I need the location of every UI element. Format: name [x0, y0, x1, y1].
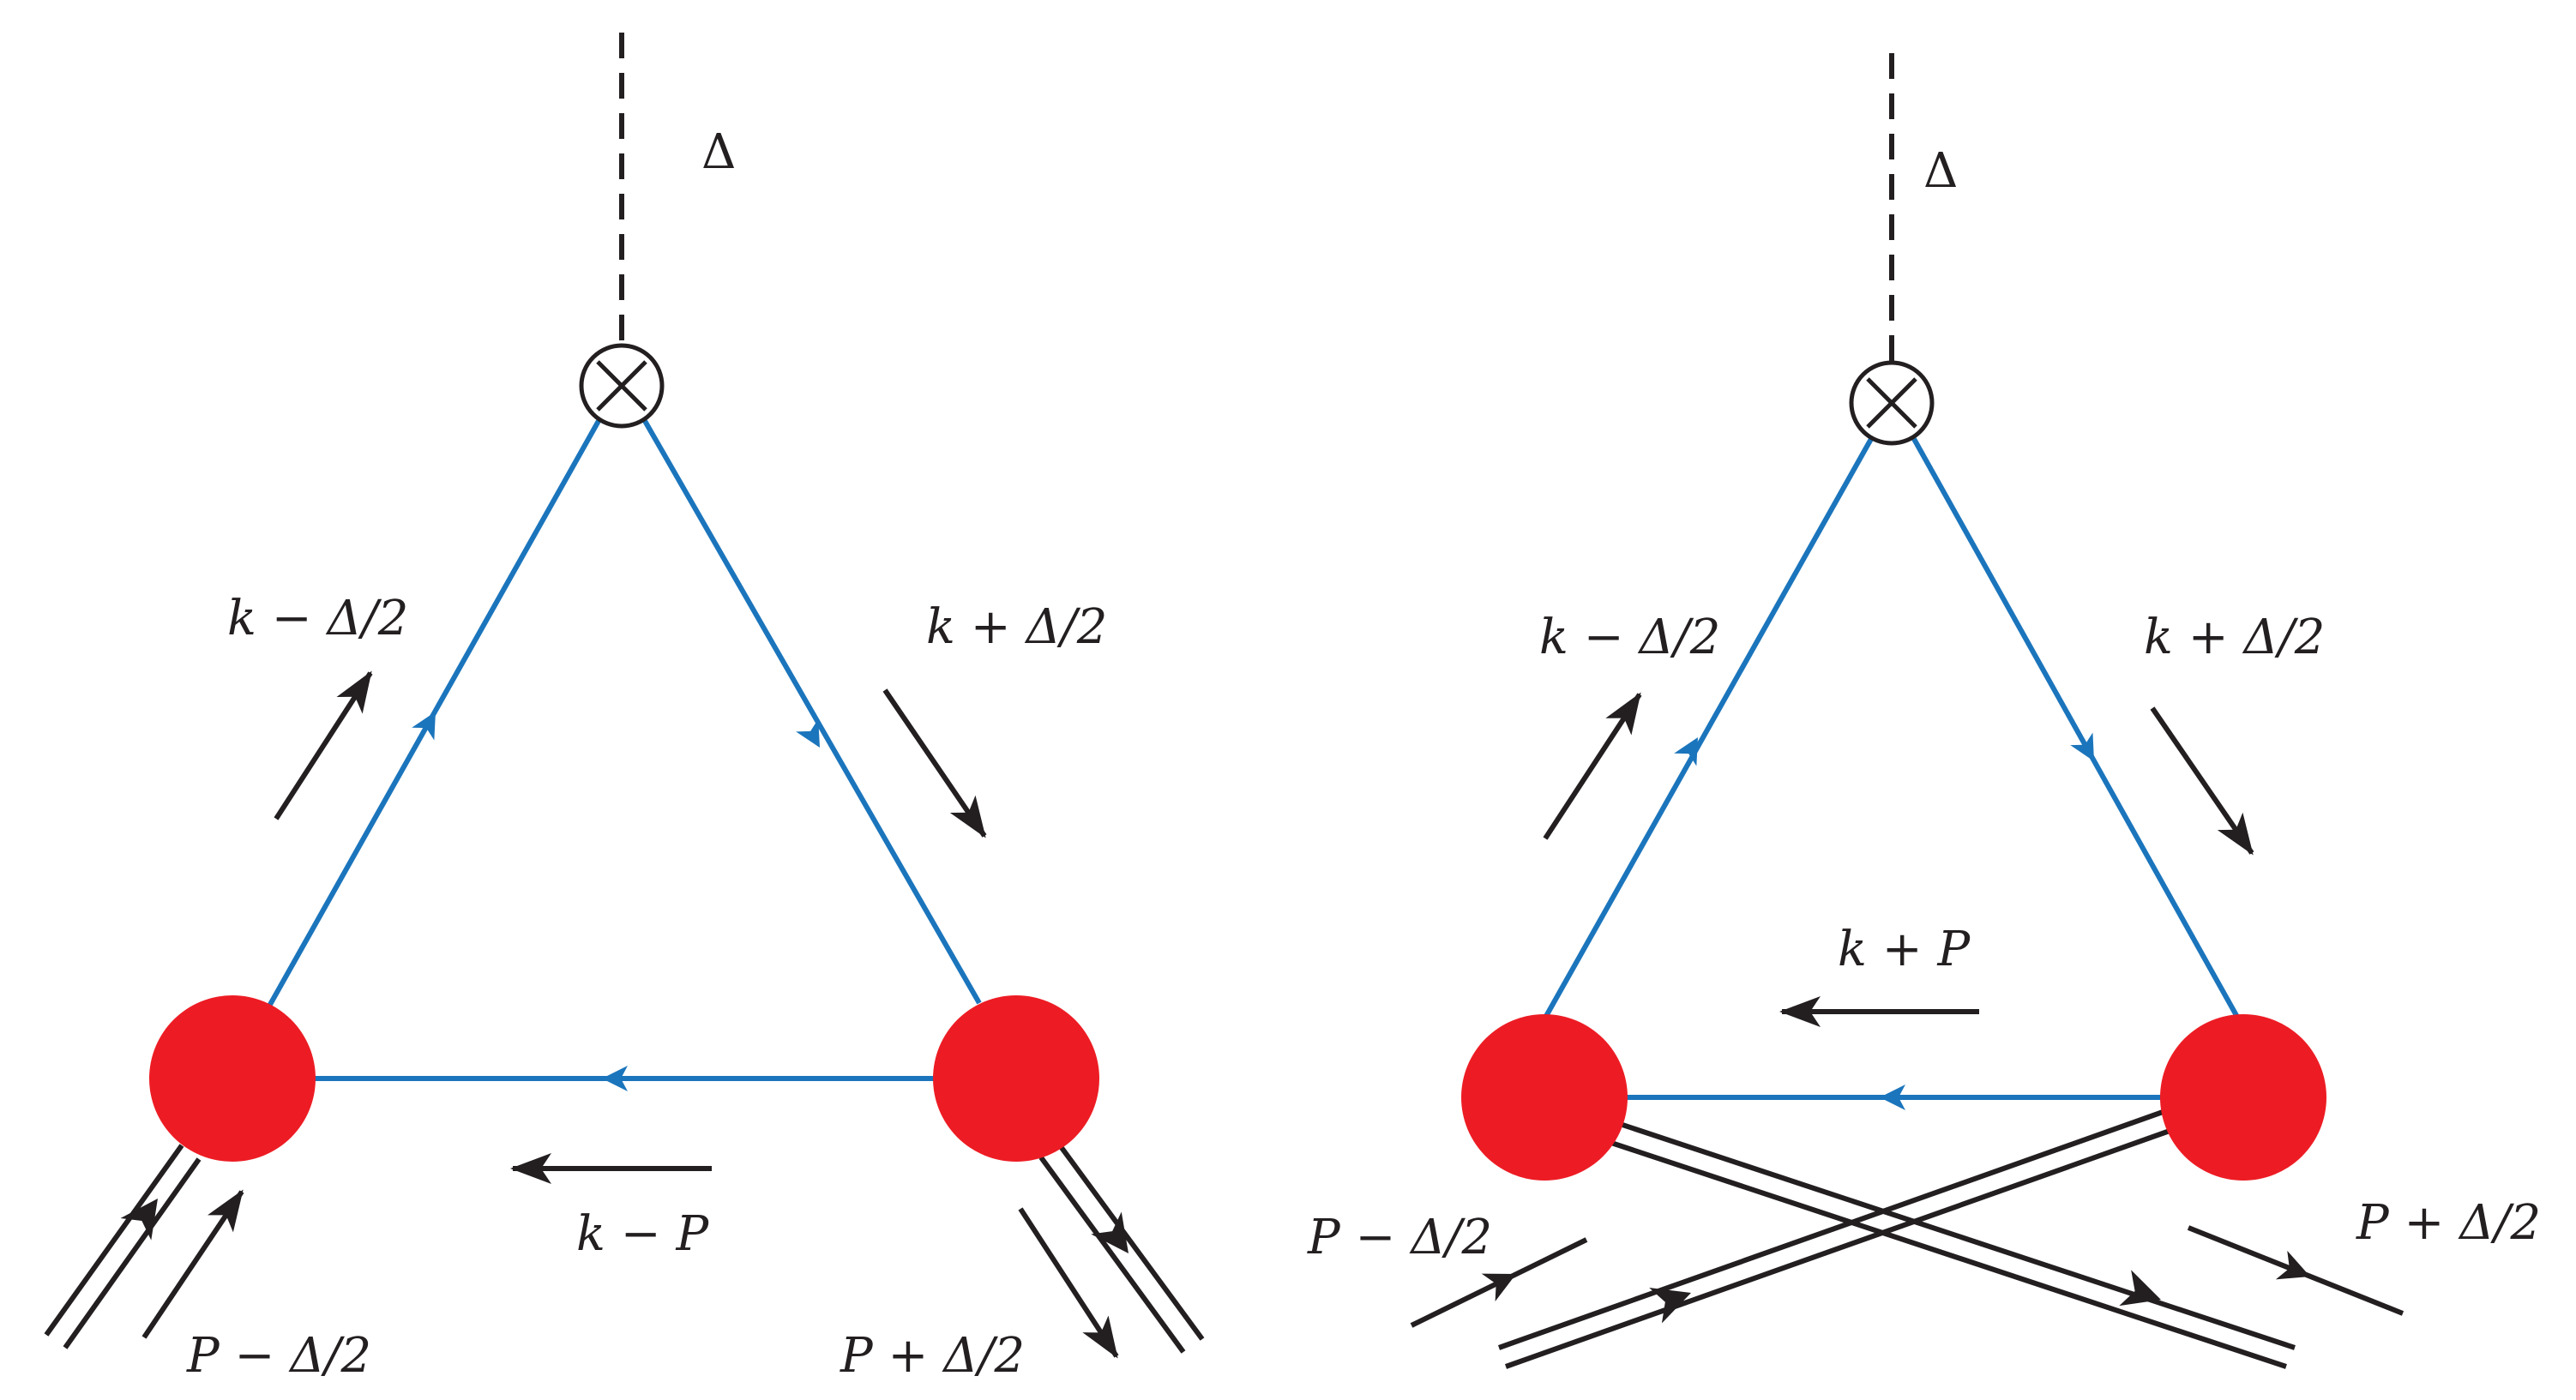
crossing-a-line-2 [1603, 1138, 2287, 1369]
momentum-arrows [1543, 692, 2254, 1027]
outgoing-momentum-arrow-icon [2275, 1250, 2310, 1280]
incoming-line-a [44, 1144, 184, 1337]
crossing-a-line-1 [1611, 1119, 2296, 1350]
triangle-propagators [265, 419, 982, 1081]
incoming-momentum-arrow-icon [141, 1189, 244, 1339]
crossing-hadron-line-a [1603, 1119, 2296, 1369]
incoming-hadron-arrow-icon [120, 1199, 158, 1241]
upper-right-momentum-label: k + Δ/2 [2144, 610, 2325, 665]
incoming-momentum-label: P − Δ/2 [186, 1328, 371, 1384]
outgoing-momentum-arrow-icon [1018, 1207, 1119, 1359]
upper-right-momentum-label: k + Δ/2 [926, 599, 1107, 655]
bottom-arrow-icon [602, 1066, 628, 1091]
bottom-momentum-label: k − P [576, 1206, 709, 1262]
outgoing-momentum-label: P + Δ/2 [2356, 1195, 2541, 1251]
times-stroke-b [1866, 377, 1917, 429]
incoming-hadron-line [44, 1144, 202, 1349]
left-diagram: Δ [44, 33, 1205, 1384]
right-vertex-blob [933, 995, 1099, 1162]
incoming-momentum-label: P − Δ/2 [1307, 1210, 1492, 1265]
upper-left-arrow-icon [1674, 737, 1698, 766]
momentum-arrows [141, 670, 1119, 1359]
incoming-line-b [63, 1157, 202, 1349]
upper-left-propagator [1543, 437, 1874, 1019]
upper-right-momentum-arrow-icon [2150, 706, 2254, 856]
operator-insertion [579, 343, 665, 429]
delta-label: Δ [1923, 143, 1958, 199]
left-vertex-blob [1461, 1014, 1628, 1181]
outgoing-hadron-arrow-icon [1091, 1211, 1129, 1253]
crossing-b-line-2 [1504, 1127, 2174, 1369]
upper-right-propagator [1911, 437, 2241, 1020]
operator-insertion [1849, 360, 1935, 446]
outgoing-line-b [1057, 1144, 1205, 1341]
upper-left-momentum-arrow-icon [1543, 692, 1642, 840]
crossing-b-line-1 [1497, 1109, 2167, 1350]
right-vertex-blob [2160, 1014, 2326, 1181]
upper-right-propagator [642, 419, 982, 1005]
delta-label: Δ [701, 124, 736, 180]
bottom-arrow-icon [1880, 1085, 1905, 1110]
upper-right-momentum-arrow-icon [882, 688, 987, 838]
right-diagram: Δ [1307, 53, 2541, 1369]
upper-left-momentum-label: k − Δ/2 [1539, 610, 1720, 665]
upper-right-arrow-icon [2070, 732, 2094, 761]
upper-left-arrow-icon [412, 712, 436, 741]
propagator-direction-arrows [1674, 732, 2094, 1110]
crossing-a-arrow-icon [2119, 1270, 2161, 1307]
crossing-b-arrow-icon [1649, 1288, 1691, 1324]
outgoing-momentum-label: P + Δ/2 [840, 1328, 1025, 1384]
upper-left-momentum-label: k − Δ/2 [227, 591, 408, 646]
triangle-propagators [1543, 437, 2241, 1100]
upper-left-momentum-arrow-icon [274, 670, 373, 820]
upper-right-arrow-icon [796, 718, 820, 748]
propagator-direction-arrows [412, 712, 820, 1091]
bottom-momentum-label: k + P [1838, 922, 1971, 977]
outgoing-line-a [1038, 1156, 1186, 1354]
crossing-hadron-line-b [1497, 1109, 2174, 1369]
incoming-momentum-arrow-icon [1481, 1273, 1516, 1302]
outgoing-hadron-line [1038, 1144, 1205, 1354]
times-stroke-b [596, 360, 647, 412]
left-vertex-blob [149, 995, 316, 1162]
